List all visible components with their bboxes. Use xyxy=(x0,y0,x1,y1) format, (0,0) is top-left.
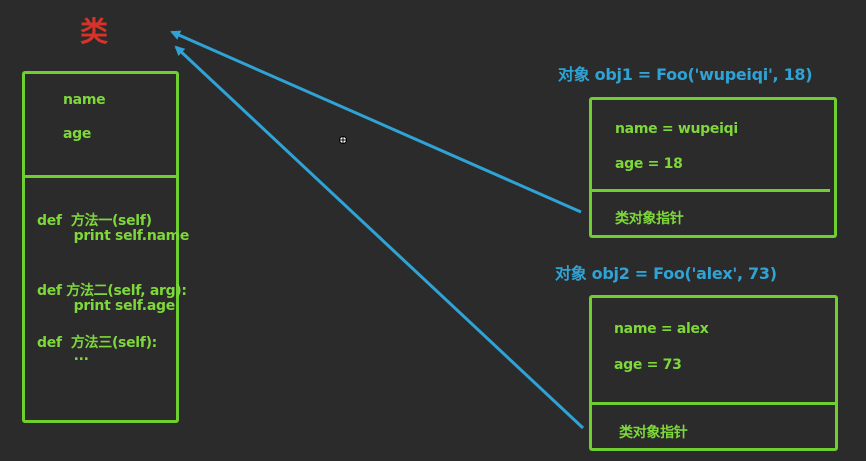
method-1-body: print self.name xyxy=(37,228,190,244)
method-3-def: def 方法三(self): xyxy=(37,335,157,351)
obj1-class-pointer: 类对象指针 xyxy=(615,211,684,227)
obj1-divider xyxy=(592,189,830,192)
obj1-title: 对象 obj1 = Foo('wupeiqi', 18) xyxy=(558,65,813,84)
obj2-class-pointer: 类对象指针 xyxy=(619,425,688,441)
method-2-def: def 方法二(self, arg): xyxy=(37,283,187,299)
class-attr-age: age xyxy=(63,126,92,142)
obj1-pointer-arrow xyxy=(170,30,582,214)
class-title: 类 xyxy=(80,15,109,48)
obj1-box: name = wupeiqi age = 18 类对象指针 xyxy=(589,97,837,238)
obj2-field-age: age = 73 xyxy=(614,357,682,373)
crosshair-cursor-icon xyxy=(339,136,347,144)
obj2-box: name = alex age = 73 类对象指针 xyxy=(589,295,838,451)
class-box: name age def 方法一(self) print self.name d… xyxy=(22,71,189,423)
obj2-title: 对象 obj2 = Foo('alex', 73) xyxy=(555,264,777,283)
obj2-field-name: name = alex xyxy=(614,321,709,337)
obj2-divider xyxy=(592,402,835,405)
class-box-divider xyxy=(25,175,176,178)
obj2-pointer-arrow xyxy=(174,45,585,430)
obj1-field-age: age = 18 xyxy=(615,156,683,172)
obj1-field-name: name = wupeiqi xyxy=(615,121,738,137)
class-attr-name: name xyxy=(63,92,106,108)
method-2-body: print self.age xyxy=(37,298,176,314)
method-1-def: def 方法一(self) xyxy=(37,213,152,229)
method-3-body: ... xyxy=(37,348,89,364)
